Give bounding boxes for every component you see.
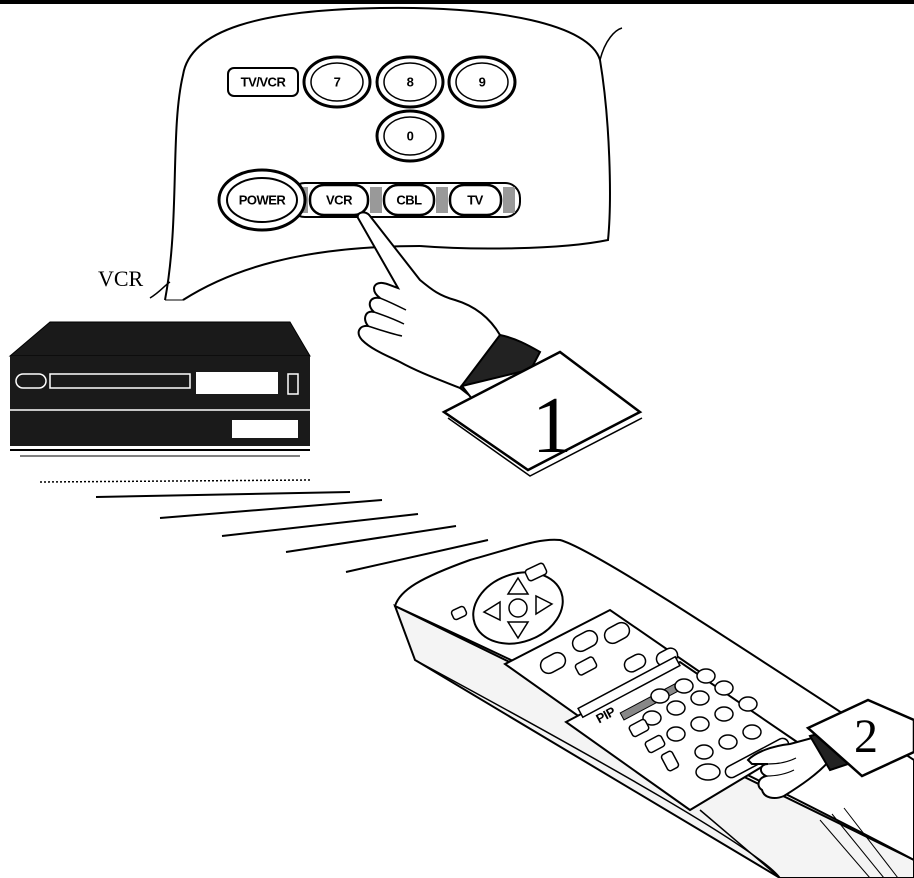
tv-mode-button-label: TV: [467, 192, 483, 207]
tv-mode-button[interactable]: TV: [450, 185, 501, 215]
cbl-mode-button[interactable]: CBL: [384, 185, 434, 215]
step-1-number: 1: [532, 382, 572, 470]
digit-8-label: 8: [407, 74, 414, 89]
digit-8-button[interactable]: 8: [377, 57, 443, 107]
tv-vcr-button-label: TV/VCR: [241, 74, 287, 89]
step-2-number: 2: [854, 710, 878, 763]
digit-9-button[interactable]: 9: [449, 57, 515, 107]
ir-beam: [40, 480, 488, 572]
power-button-label: POWER: [239, 192, 287, 207]
vcr-mode-button[interactable]: VCR: [310, 185, 368, 215]
tv-vcr-button[interactable]: TV/VCR: [228, 68, 298, 96]
cbl-mode-button-label: CBL: [396, 192, 422, 207]
handheld-remote: PIP: [395, 540, 914, 878]
vcr-device-label: VCR: [98, 266, 144, 291]
digit-7-button[interactable]: 7: [304, 57, 370, 107]
digit-7-label: 7: [334, 74, 341, 89]
vcr-device: VCR: [10, 266, 310, 456]
digit-0-label: 0: [407, 128, 414, 143]
power-button[interactable]: POWER: [219, 170, 305, 230]
digit-9-label: 9: [479, 74, 486, 89]
vcr-mode-button-label: VCR: [326, 192, 353, 207]
digit-0-button[interactable]: 0: [377, 111, 443, 161]
